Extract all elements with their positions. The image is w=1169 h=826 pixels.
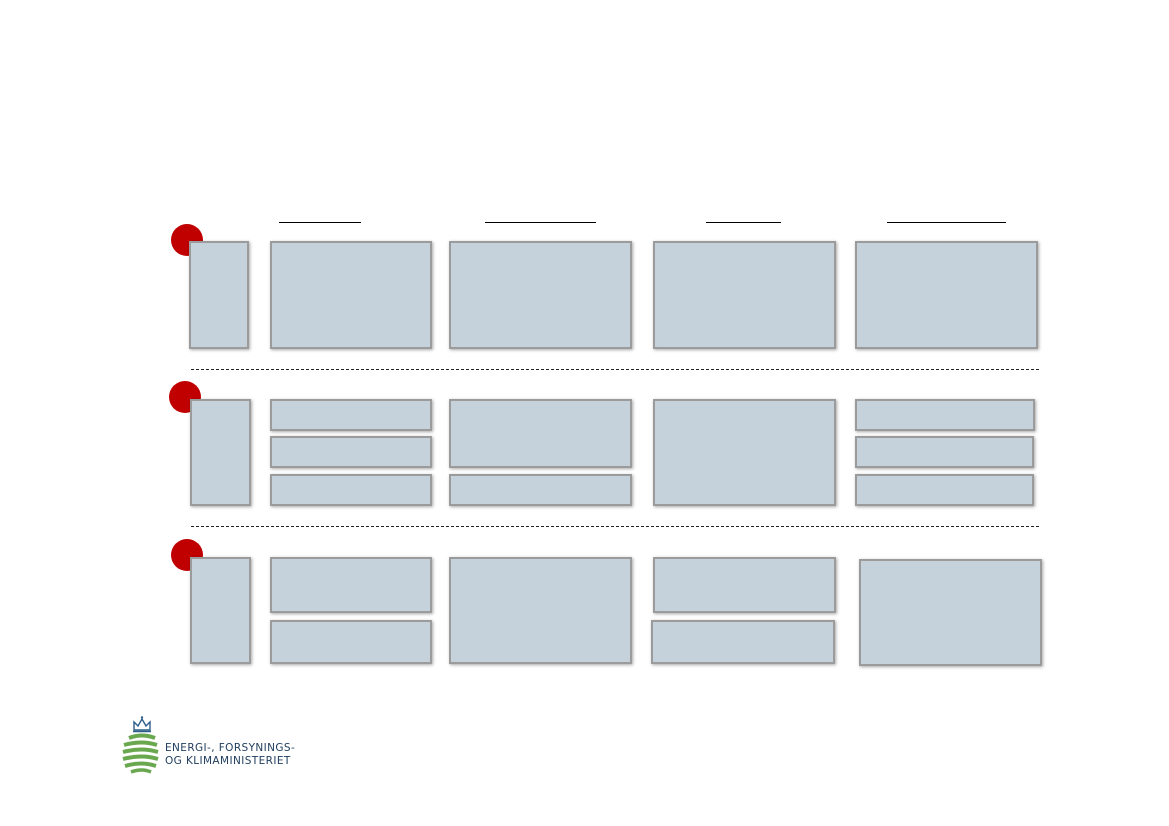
row-separator-1: [191, 369, 1039, 370]
row-2-col-4-box-a: [855, 399, 1035, 431]
column-header-4: [887, 222, 1006, 223]
row-3-label-box: [190, 557, 251, 664]
row-3-col-3-box-b: [651, 620, 835, 664]
row-2-col-1-box-b: [270, 436, 432, 468]
row-2-label-box: [190, 399, 251, 506]
row-2-col-1-box-c: [270, 474, 432, 506]
row-3-col-1-box-b: [270, 620, 432, 664]
column-header-2: [485, 222, 596, 223]
crown-globe-icon: [122, 716, 159, 774]
row-2-col-3-box: [653, 399, 836, 506]
row-1-label-box: [189, 241, 249, 349]
column-header-3: [706, 222, 781, 223]
row-2-col-2-box-b: [449, 474, 632, 506]
row-3-col-4-box: [859, 559, 1042, 666]
row-2-col-4-box-c: [855, 474, 1034, 506]
logo-line-1: ENERGI-, FORSYNINGS-: [165, 742, 296, 754]
ministry-logo-text: ENERGI-, FORSYNINGS- OG KLIMAMINISTERIET: [165, 742, 295, 768]
row-1-col-2-box: [449, 241, 632, 349]
row-3-col-3-box-a: [653, 557, 836, 613]
row-1-col-1-box: [270, 241, 432, 349]
globe-stripes: [122, 733, 159, 774]
row-2-col-4-box-b: [855, 436, 1034, 468]
row-2-col-1-box-a: [270, 399, 432, 431]
row-1-col-3-box: [653, 241, 836, 349]
logo-line-2: OG KLIMAMINISTERIET: [165, 755, 291, 767]
column-header-1: [279, 222, 361, 223]
row-separator-2: [191, 526, 1039, 527]
row-2-col-2-box-a: [449, 399, 632, 468]
row-3-col-1-box-a: [270, 557, 432, 613]
row-3-col-2-box: [449, 557, 632, 664]
row-1-col-4-box: [855, 241, 1038, 349]
